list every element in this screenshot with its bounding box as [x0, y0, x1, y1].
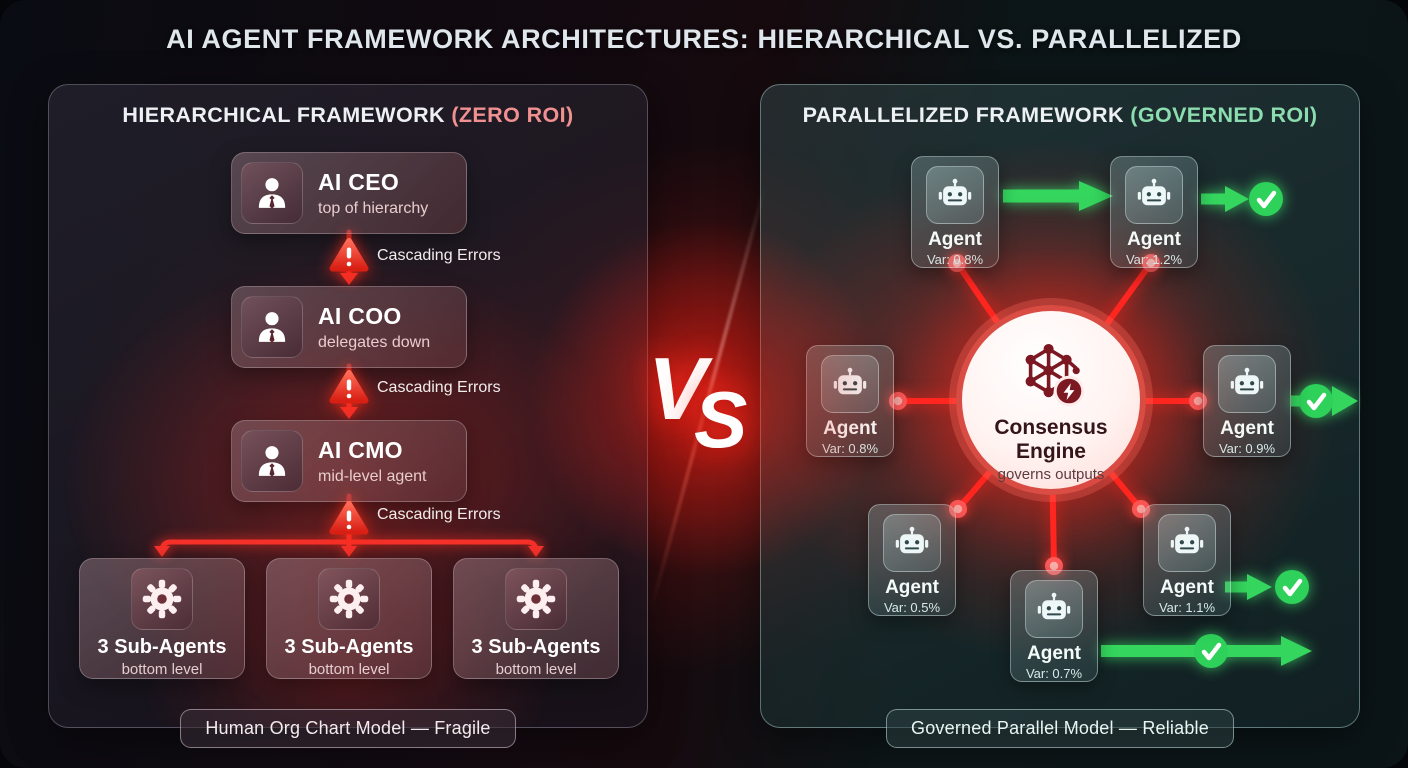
agent-card: Agent Var: 0.8%: [911, 156, 999, 268]
warning-icon: [329, 236, 369, 274]
parallelized-footer-pill: Governed Parallel Model — Reliable: [886, 709, 1234, 748]
hierarchical-title-text: HIERARCHICAL FRAMEWORK: [122, 103, 452, 127]
agent-label: Agent: [1220, 418, 1274, 439]
node-card-coo: AI COO delegates down: [231, 286, 467, 368]
node-title: AI COO: [318, 302, 402, 329]
sub-agents-card: 3 Sub-Agents bottom level: [453, 558, 619, 679]
parallelized-panel-title: PARALLELIZED FRAMEWORK (GOVERNED ROI): [761, 103, 1359, 128]
check-icon: [1194, 182, 1333, 668]
agent-label: Agent: [1027, 643, 1081, 664]
parallelized-panel: PARALLELIZED FRAMEWORK (GOVERNED ROI): [760, 84, 1360, 748]
agent-variance: Var: 0.9%: [1218, 441, 1276, 456]
node-card-ceo: AI CEO top of hierarchy: [231, 152, 467, 234]
robot-icon: [883, 514, 941, 572]
gear-icon: [131, 568, 193, 630]
cascading-errors-label: Cascading Errors: [377, 506, 501, 523]
consensus-engine-hub: Consensus Engine governs outputs: [956, 305, 1146, 495]
agent-variance: Var: 0.8%: [821, 441, 879, 456]
node-card-cmo: AI CMO mid-level agent: [231, 420, 467, 502]
agent-label: Agent: [823, 418, 877, 439]
consensus-title: Consensus Engine: [994, 416, 1108, 463]
node-subtitle: mid-level agent: [318, 467, 427, 485]
agent-card: Agent Var: 0.9%: [1203, 345, 1291, 457]
agent-card: Agent Var: 1.2%: [1110, 156, 1198, 268]
node-subtitle: delegates down: [318, 333, 431, 351]
agent-label: Agent: [885, 577, 939, 598]
node-subtitle: top of hierarchy: [318, 199, 429, 217]
sub-agents-title: 3 Sub-Agents: [471, 636, 601, 658]
sub-agents-title: 3 Sub-Agents: [97, 636, 227, 658]
warning-icon: [329, 368, 369, 406]
hierarchical-panel-title: HIERARCHICAL FRAMEWORK (ZERO ROI): [49, 103, 647, 128]
gear-icon: [318, 568, 380, 630]
robot-icon: [1158, 514, 1216, 572]
sub-agents-card: 3 Sub-Agents bottom level: [266, 558, 432, 679]
node-title: AI CMO: [318, 436, 403, 463]
agent-card: Agent Var: 0.5%: [868, 504, 956, 616]
vs-letter-s: S: [694, 375, 748, 464]
hierarchical-panel: HIERARCHICAL FRAMEWORK (ZERO ROI): [48, 84, 648, 748]
network-icon: [1012, 343, 1090, 413]
agent-label: Agent: [1160, 577, 1214, 598]
warning-icon: [329, 499, 369, 537]
sub-agents-card: 3 Sub-Agents bottom level: [79, 558, 245, 679]
agent-card: Agent Var: 0.7%: [1010, 570, 1098, 682]
agent-variance: Var: 1.1%: [1158, 600, 1216, 615]
agent-card: Agent Var: 1.1%: [1143, 504, 1231, 616]
robot-icon: [1218, 355, 1276, 413]
person-icon: [241, 162, 303, 224]
robot-icon: [821, 355, 879, 413]
robot-icon: [1025, 580, 1083, 638]
cascading-errors-label: Cascading Errors: [377, 247, 501, 264]
cascading-errors-label: Cascading Errors: [377, 379, 501, 396]
green-flow-arrows: [1003, 181, 1358, 668]
consensus-subtitle: governs outputs: [997, 466, 1105, 483]
parallelized-title-text: PARALLELIZED FRAMEWORK: [802, 103, 1131, 127]
person-icon: [241, 430, 303, 492]
sub-agents-subtitle: bottom level: [495, 661, 577, 678]
page-title: AI AGENT FRAMEWORK ARCHITECTURES: HIERAR…: [166, 24, 1242, 54]
gear-icon: [505, 568, 567, 630]
governed-roi-tag: (GOVERNED ROI): [1130, 103, 1318, 127]
robot-icon: [1125, 166, 1183, 224]
sub-agents-title: 3 Sub-Agents: [284, 636, 414, 658]
agent-variance: Var: 0.8%: [926, 252, 984, 267]
agent-variance: Var: 1.2%: [1125, 252, 1183, 267]
node-title: AI CEO: [318, 168, 400, 195]
agent-card: Agent Var: 0.8%: [806, 345, 894, 457]
sub-agents-subtitle: bottom level: [308, 661, 390, 678]
agent-variance: Var: 0.7%: [1025, 666, 1083, 681]
zero-roi-tag: (ZERO ROI): [451, 103, 574, 127]
agent-label: Agent: [1127, 229, 1181, 250]
lightning-icon: [1053, 375, 1085, 407]
agent-label: Agent: [928, 229, 982, 250]
hierarchical-footer-pill: Human Org Chart Model — Fragile: [180, 709, 516, 748]
sub-agents-subtitle: bottom level: [121, 661, 203, 678]
robot-icon: [926, 166, 984, 224]
agent-variance: Var: 0.5%: [883, 600, 941, 615]
person-icon: [241, 296, 303, 358]
vs-badge: V S: [648, 338, 778, 478]
